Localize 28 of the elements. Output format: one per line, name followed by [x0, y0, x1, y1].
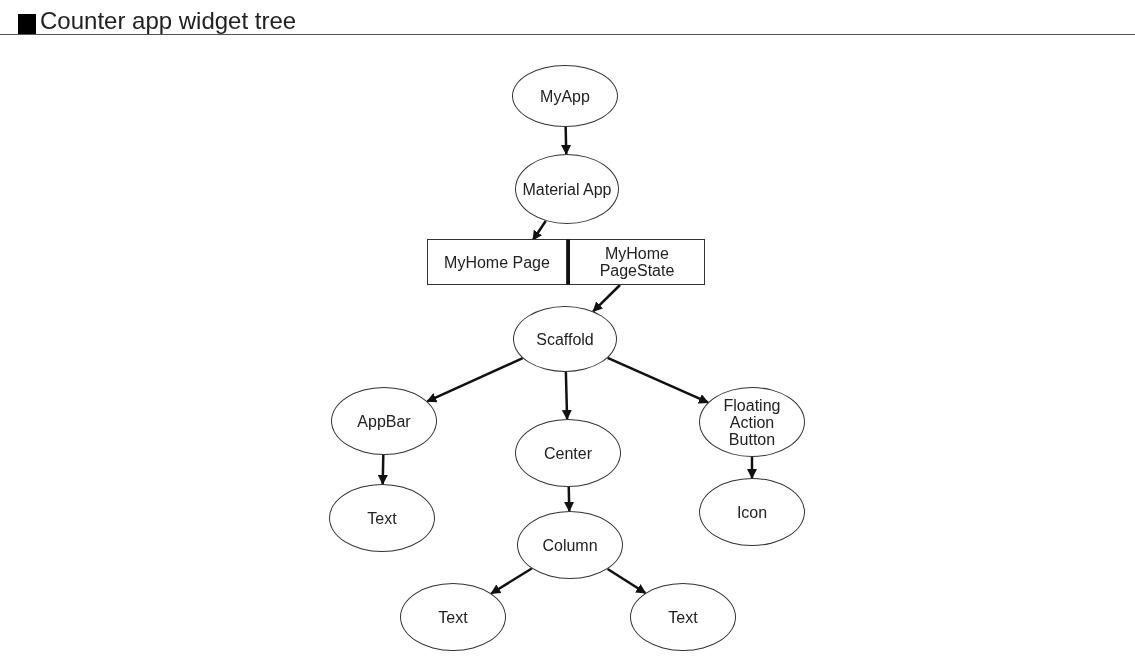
arrow — [747, 457, 757, 479]
arrow — [426, 357, 524, 403]
widget-box — [567, 239, 705, 285]
page-title: Counter app widget tree — [40, 8, 297, 34]
widget-ellipse — [513, 306, 617, 372]
node-label: Floating Action Button — [722, 396, 782, 448]
arrow — [561, 126, 572, 155]
arrow — [561, 371, 572, 420]
node-label: MyHome PageState — [598, 245, 676, 279]
node-label: Column — [541, 536, 599, 554]
arrow — [490, 567, 533, 595]
arrow — [607, 356, 709, 404]
arrow — [592, 284, 621, 313]
node-label: Text — [437, 608, 469, 626]
arrow — [606, 567, 647, 595]
widget-box — [427, 239, 567, 285]
node-label: Icon — [735, 503, 769, 521]
arrow — [377, 454, 388, 485]
node-label: Text — [667, 608, 699, 626]
arrow — [564, 486, 575, 512]
node-label: Scaffold — [535, 330, 595, 348]
arrow — [531, 220, 547, 241]
node-label: Text — [366, 509, 398, 527]
node-label: MyApp — [539, 87, 591, 105]
node-label: Material App — [521, 180, 613, 198]
node-label: MyHome Page — [443, 253, 551, 271]
node-label: AppBar — [356, 412, 412, 430]
node-label: Center — [543, 444, 593, 462]
